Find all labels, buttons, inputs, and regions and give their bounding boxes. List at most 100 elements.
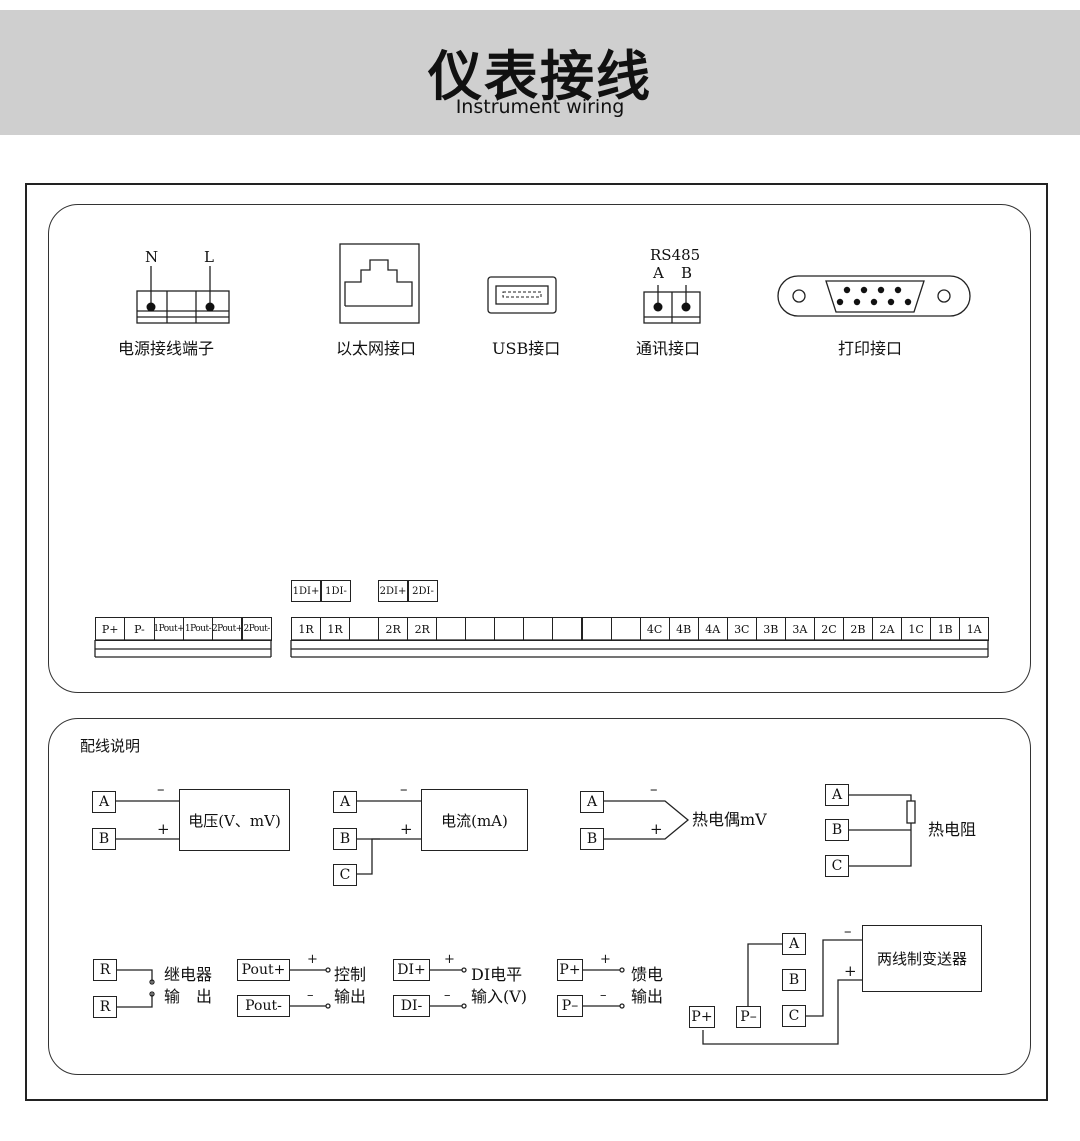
terminal-cell xyxy=(552,617,583,641)
terminal-cell: 2A xyxy=(872,617,903,641)
printer-label: 打印接口 xyxy=(838,339,903,358)
voltage-minus: – xyxy=(157,780,165,798)
terminal-di-label: 2DI+ xyxy=(378,580,408,602)
rtd-terminal-a: A xyxy=(825,784,849,806)
control-plus: + xyxy=(307,952,318,967)
power-l-label: L xyxy=(204,248,214,266)
control-minus: – xyxy=(307,988,314,1003)
feed-label-line1: 馈电 xyxy=(631,965,664,984)
transmitter-terminal-b: B xyxy=(782,969,806,991)
thermocouple-terminal-b: B xyxy=(580,828,604,850)
rs485-terminal-icon xyxy=(643,285,701,324)
page-title: 仪表接线 xyxy=(428,45,652,108)
terminal-cell: P- xyxy=(124,617,155,641)
terminal-strip-lines xyxy=(94,639,989,658)
terminal-di-label: 1DI+ xyxy=(291,580,321,602)
thermocouple-minus: – xyxy=(650,780,658,798)
control-terminal-minus: Pout- xyxy=(237,995,290,1017)
feed-label-line2: 输出 xyxy=(631,987,664,1006)
terminal-cell: 1Pout+ xyxy=(153,617,184,641)
terminal-cell xyxy=(436,617,467,641)
di-wiring xyxy=(429,967,467,1009)
terminal-cell: 1Pout- xyxy=(182,617,214,641)
terminal-cell: 2R xyxy=(407,617,438,641)
voltage-wiring xyxy=(115,800,179,840)
transmitter-wiring xyxy=(702,939,862,1045)
terminal-cell: 2B xyxy=(842,617,873,641)
transmitter-box: 两线制变送器 xyxy=(862,925,982,992)
comm-label: 通讯接口 xyxy=(636,339,701,358)
power-n-label: N xyxy=(145,248,159,266)
rear-panel xyxy=(48,204,1031,693)
rs485-a-label: A xyxy=(653,264,664,282)
feed-terminal-plus: P+ xyxy=(557,959,583,981)
di-terminal-minus: DI- xyxy=(393,995,430,1017)
control-terminal-plus: Pout+ xyxy=(237,959,290,981)
current-wiring xyxy=(356,800,421,875)
terminal-cell xyxy=(465,617,496,641)
terminal-cell: 1A xyxy=(959,617,990,641)
ethernet-label: 以太网接口 xyxy=(336,339,417,358)
feed-wiring xyxy=(582,967,625,1009)
rtd-terminal-c: C xyxy=(825,855,849,877)
transmitter-terminal-a: A xyxy=(782,933,806,955)
terminal-cell: 1R xyxy=(320,617,351,641)
thermocouple-wiring xyxy=(603,800,690,840)
voltage-input-box: 电压(V、mV) xyxy=(179,789,290,851)
thermocouple-plus: + xyxy=(650,820,663,838)
terminal-cell xyxy=(581,617,612,641)
current-terminal-a: A xyxy=(333,791,357,813)
terminal-cell: 3C xyxy=(726,617,757,641)
usb-label: USB接口 xyxy=(492,339,561,358)
relay-label-line1: 继电器 xyxy=(164,965,213,984)
control-label-line1: 控制 xyxy=(334,965,367,984)
terminal-cell: 4A xyxy=(697,617,728,641)
diagram-frame xyxy=(25,183,1048,1101)
terminal-cell xyxy=(494,617,525,641)
terminal-cell: 4C xyxy=(639,617,670,641)
relay-wiring xyxy=(116,969,155,1008)
terminal-cell: 1R xyxy=(291,617,322,641)
terminal-cell: 3A xyxy=(784,617,815,641)
terminal-cell: 1B xyxy=(930,617,961,641)
thermocouple-label: 热电偶mV xyxy=(692,810,767,829)
terminal-cell: 2Pout- xyxy=(241,617,272,641)
di-plus: + xyxy=(444,952,455,967)
rtd-terminal-b: B xyxy=(825,819,849,841)
printer-port-icon xyxy=(777,275,971,317)
terminal-di-label: 1DI- xyxy=(321,580,351,602)
feed-plus: + xyxy=(600,952,611,967)
terminal-cell: 2Pout+ xyxy=(212,617,243,641)
title-banner: 仪表接线 Instrument wiring xyxy=(0,10,1080,135)
terminal-cell: 2R xyxy=(378,617,409,641)
rs485-title: RS485 xyxy=(650,246,701,264)
rtd-wiring xyxy=(848,794,916,867)
transmitter-terminal-pminus: P– xyxy=(736,1006,761,1028)
thermocouple-terminal-a: A xyxy=(580,791,604,813)
transmitter-terminal-c: C xyxy=(782,1005,806,1027)
current-input-box: 电流(mA) xyxy=(421,789,528,851)
usb-port-icon xyxy=(487,276,557,314)
voltage-terminal-b: B xyxy=(92,828,116,850)
terminal-cell: 2C xyxy=(813,617,844,641)
page-subtitle: Instrument wiring xyxy=(455,96,625,118)
voltage-terminal-a: A xyxy=(92,791,116,813)
feed-terminal-minus: P– xyxy=(557,995,583,1017)
feed-minus: – xyxy=(600,988,607,1003)
wiring-notes-panel xyxy=(48,718,1031,1075)
current-terminal-b: B xyxy=(333,828,357,850)
control-label-line2: 输出 xyxy=(334,987,367,1006)
current-terminal-c: C xyxy=(333,864,357,886)
voltage-plus: + xyxy=(157,820,170,838)
transmitter-minus: – xyxy=(844,922,852,940)
rs485-b-label: B xyxy=(681,264,693,282)
current-plus: + xyxy=(400,820,413,838)
terminal-cell xyxy=(610,617,641,641)
di-label-line2: 输入(V) xyxy=(471,987,528,1006)
transmitter-plus: + xyxy=(844,962,857,980)
terminal-cell xyxy=(349,617,380,641)
di-minus: – xyxy=(444,988,451,1003)
terminal-cell: 3B xyxy=(755,617,786,641)
relay-terminal-2: R xyxy=(93,996,117,1018)
terminal-cell: 4B xyxy=(668,617,699,641)
